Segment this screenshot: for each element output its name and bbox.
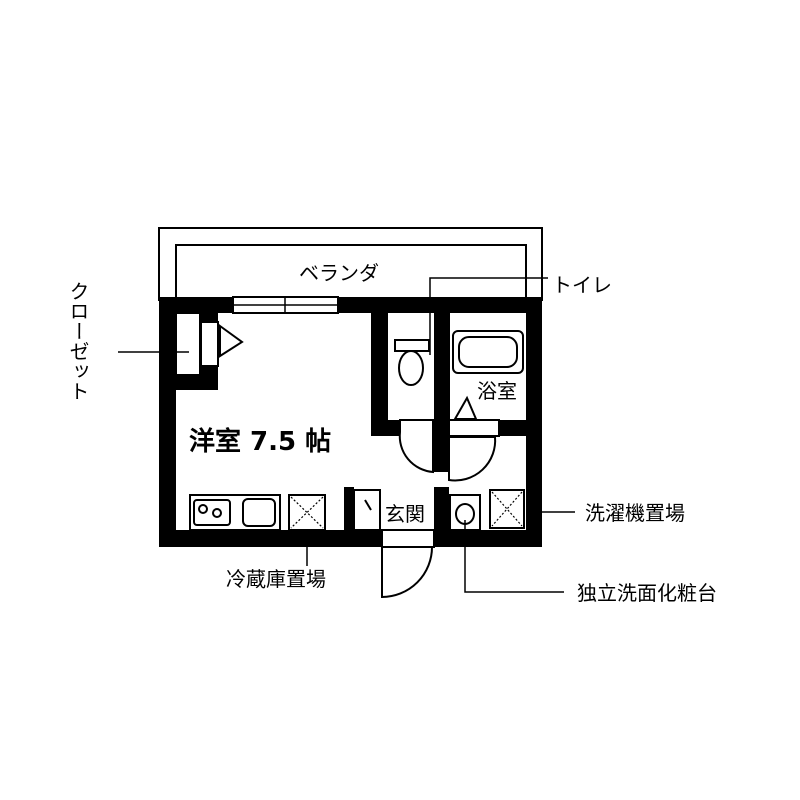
closet-label: クローゼット [66,281,90,401]
vanity-label: 独立洗面化粧台 [577,581,717,605]
toilet-door [398,419,434,474]
kitchen-counter [189,494,281,531]
window [232,296,339,314]
veranda-label: ベランダ [299,261,379,285]
toilet-fixture [394,339,430,386]
fridge-space-label: 冷蔵庫置場 [226,567,326,591]
bath-door [448,395,500,482]
washer-space [489,489,525,529]
entrance-door [381,529,435,599]
western-room-label: 洋室 7.5 帖 [189,426,331,457]
fridge-space [288,494,326,531]
entrance-area [353,489,381,531]
washer-space-label: 洗濯機置場 [585,501,685,525]
toilet-label: トイレ [552,273,612,297]
leader-lines [118,277,575,593]
interior-walls [344,313,526,530]
bathtub [452,330,524,374]
closet [175,312,244,390]
bathroom-label: 浴室 [477,379,517,403]
entrance-label: 玄関 [385,502,425,526]
